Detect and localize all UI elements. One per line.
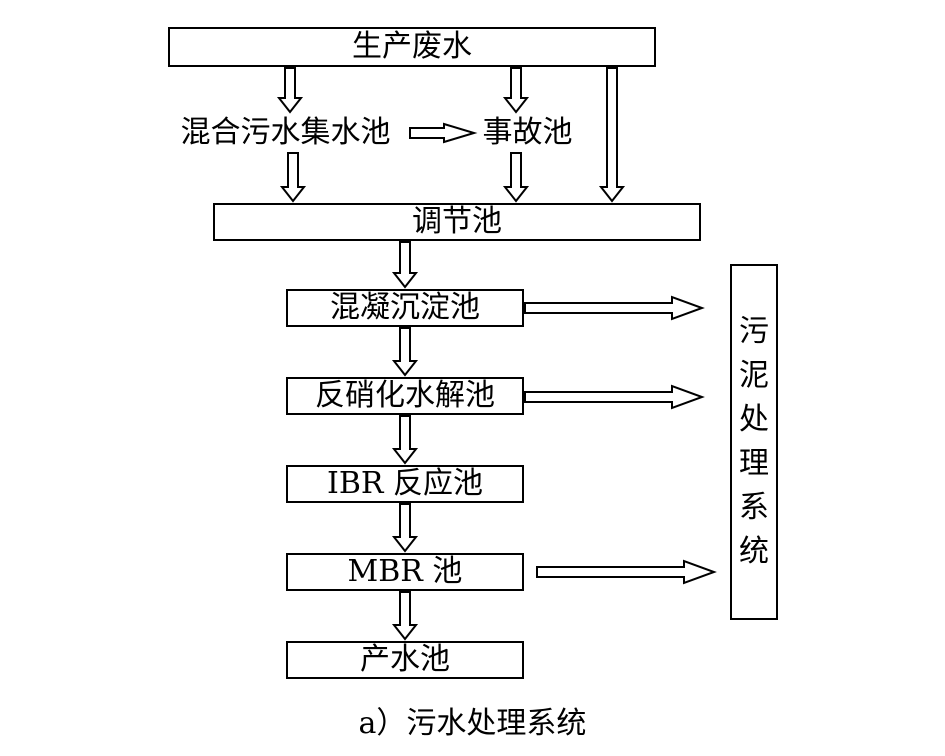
mbr-tank-box: MBR 池 <box>286 553 524 591</box>
ibr-tank-box: IBR 反应池 <box>286 465 524 503</box>
arrow-raw-to-equalization <box>598 67 626 203</box>
arrow-raw-to-accident <box>502 67 530 114</box>
raw-wastewater-box: 生产废水 <box>168 27 656 67</box>
coag-settling-tank-label: 混凝沉淀池 <box>330 290 480 325</box>
arrow-denitrification-to-ibr <box>391 415 419 465</box>
arrow-coag-to-denitrification <box>391 327 419 377</box>
denitrification-tank-box: 反硝化水解池 <box>286 377 524 415</box>
ibr-tank-label: IBR 反应池 <box>326 466 484 501</box>
arrow-mbr-to-sludge <box>536 559 717 585</box>
sludge-char-3: 处 <box>739 402 769 437</box>
mixing-tank-box: 混合污水集水池 <box>167 114 404 152</box>
sludge-char-5: 系 <box>739 490 769 525</box>
arrow-ibr-to-mbr <box>391 503 419 553</box>
denitrification-tank-label: 反硝化水解池 <box>315 378 495 413</box>
arrow-mbr-to-product <box>391 591 419 641</box>
coag-settling-tank-box: 混凝沉淀池 <box>286 289 524 327</box>
accident-tank-label: 事故池 <box>482 115 573 150</box>
sludge-char-1: 污 <box>739 314 769 349</box>
figure-caption: a）污水处理系统 <box>358 706 587 741</box>
mixing-tank-label: 混合污水集水池 <box>180 115 391 150</box>
accident-tank-box: 事故池 <box>476 114 579 152</box>
arrow-coag-to-sludge <box>524 295 705 321</box>
product-tank-label: 产水池 <box>360 642 450 677</box>
arrow-denitrification-to-sludge <box>524 384 705 410</box>
raw-wastewater-label: 生产废水 <box>352 29 472 64</box>
arrow-raw-to-mixing <box>276 67 304 114</box>
mbr-tank-label: MBR 池 <box>347 554 463 589</box>
arrow-mixing-to-equalization <box>279 152 307 203</box>
product-tank-box: 产水池 <box>286 641 524 679</box>
equalization-tank-box: 调节池 <box>213 203 701 241</box>
sludge-char-4: 理 <box>739 446 769 481</box>
equalization-tank-label: 调节池 <box>412 204 502 239</box>
sludge-char-6: 统 <box>739 534 769 569</box>
sludge-system-box: 污 泥 处 理 系 统 <box>730 264 778 620</box>
arrow-accident-to-equalization <box>502 152 530 203</box>
arrow-equalization-to-coag <box>391 241 419 289</box>
arrow-mixing-to-accident <box>409 122 478 144</box>
sludge-char-2: 泥 <box>739 358 769 393</box>
